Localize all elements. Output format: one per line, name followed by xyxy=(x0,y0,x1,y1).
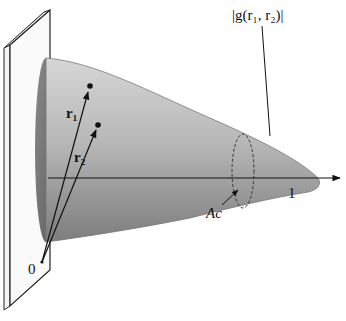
function-label: |g(r₁, r₂)| xyxy=(232,8,283,23)
point xyxy=(95,122,101,128)
vector-r2 xyxy=(42,130,96,262)
area-label: Ac xyxy=(206,206,222,221)
axis xyxy=(48,177,340,178)
point xyxy=(87,83,93,89)
coherence-area xyxy=(232,134,254,208)
leader-line xyxy=(262,26,270,136)
vector-r1 xyxy=(42,92,88,262)
vector-label: r₁ xyxy=(66,106,77,121)
bell-surface xyxy=(46,58,320,242)
origin-label: 0 xyxy=(28,262,36,277)
leader-line xyxy=(222,190,238,205)
vector-label: r₂ xyxy=(74,150,85,165)
origin xyxy=(40,260,43,263)
axis-label: 1 xyxy=(288,186,296,201)
plane-edge xyxy=(4,45,10,310)
